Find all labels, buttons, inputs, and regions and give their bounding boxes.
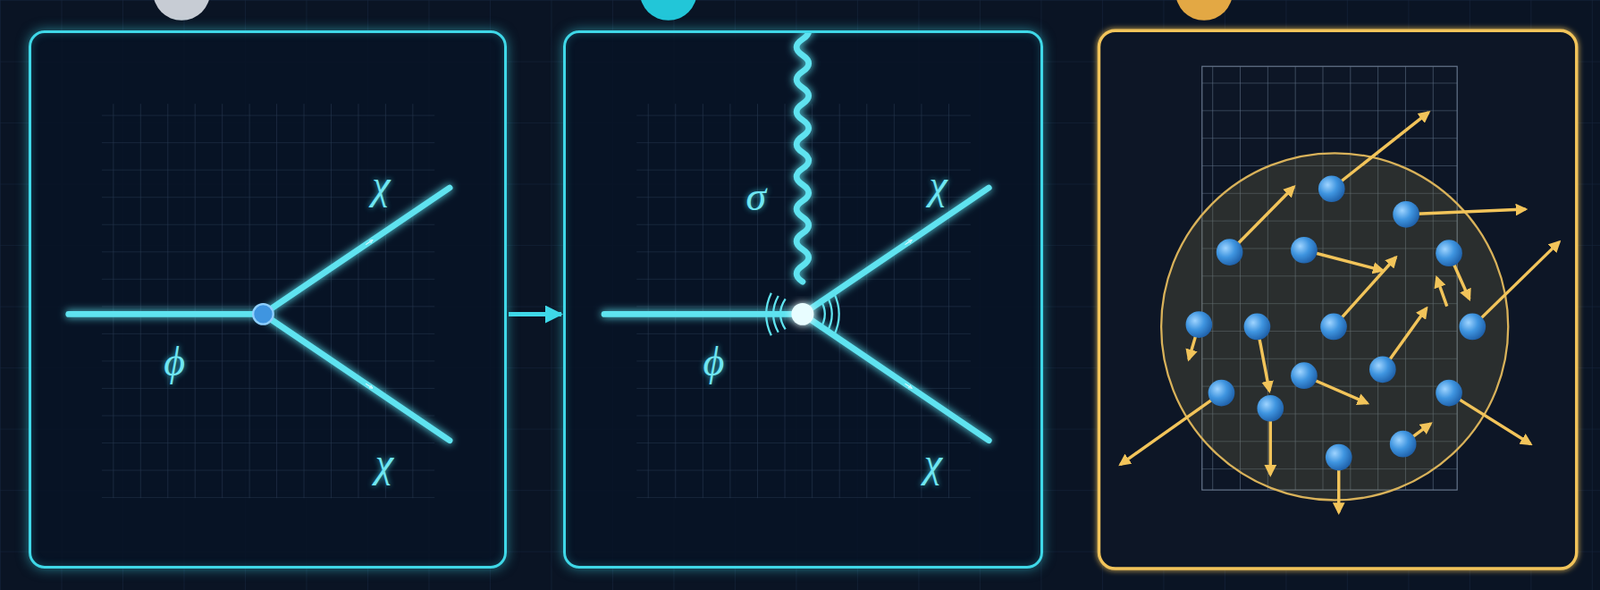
label-anchor: χ: [924, 442, 943, 484]
feynman-diagram: [31, 33, 505, 566]
field-symbol: χ: [929, 161, 948, 208]
label-anchor: χ: [371, 164, 390, 206]
label-anchor: ϕ: [702, 341, 725, 383]
label-anchor: ϕ: [163, 341, 186, 383]
label-anchor: σ: [746, 176, 767, 218]
stage-panel: ϕ χ χ: [28, 30, 507, 569]
field-symbol: χ: [924, 439, 943, 486]
label-anchor: χ: [929, 164, 948, 206]
field-symbol: χ: [371, 161, 390, 208]
field-symbol: σ: [746, 173, 767, 219]
field-symbol: χ: [375, 439, 394, 486]
stage-panel: σ ϕ χ χ: [563, 30, 1044, 569]
field-symbol: ϕ: [702, 338, 725, 385]
feynman-diagram: [565, 33, 1041, 566]
label-anchor: χ: [375, 442, 394, 484]
field-symbol: ϕ: [163, 338, 186, 385]
flow-arrow: [508, 311, 562, 317]
